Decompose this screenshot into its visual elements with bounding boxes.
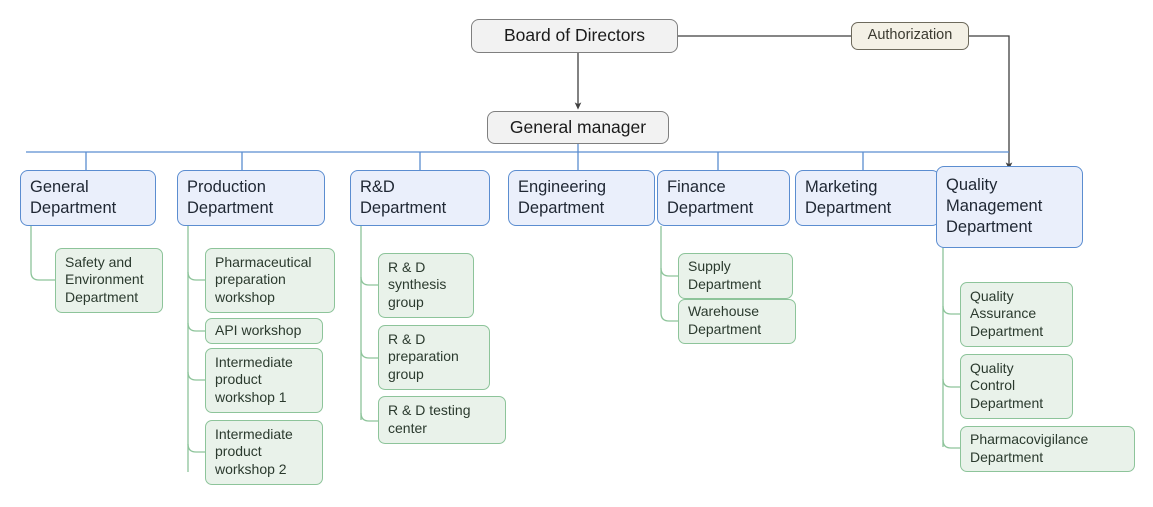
node-rnd-synthesis-group[interactable]: R & D synthesis group [378, 253, 474, 318]
wire-elbow-quality-3 [942, 439, 960, 449]
node-label: Intermediate product workshop 2 [215, 425, 293, 477]
node-label: API workshop [215, 321, 302, 338]
wire-elbow-rnd-1 [360, 276, 378, 286]
node-quality-control-department[interactable]: Quality Control Department [960, 354, 1073, 419]
node-label: Marketing Department [805, 177, 892, 217]
node-intermediate-product-workshop-1[interactable]: Intermediate product workshop 1 [205, 348, 323, 413]
node-production-department[interactable]: Production Department [177, 170, 325, 226]
wire-elbow-quality-2 [942, 378, 960, 388]
node-warehouse-department[interactable]: Warehouse Department [678, 299, 796, 344]
node-label: Intermediate product workshop 1 [215, 353, 293, 405]
wire-elbow-production-4 [187, 443, 205, 453]
node-marketing-department[interactable]: Marketing Department [795, 170, 940, 226]
node-label: R & D testing center [388, 401, 471, 436]
wire-authorization-to-quality [969, 35, 1013, 170]
node-label: General Department [30, 177, 117, 217]
node-label: Quality Control Department [970, 359, 1044, 411]
node-label: Engineering Department [518, 177, 607, 217]
wire-elbow-production-3 [187, 371, 205, 381]
wire-elbow-production-2 [187, 322, 205, 332]
wire-elbow-finance-1 [660, 267, 678, 277]
node-label: Warehouse Department [688, 303, 762, 337]
node-label: Supply Department [688, 257, 762, 292]
node-finance-department[interactable]: Finance Department [657, 170, 790, 226]
wire-spine-general [30, 226, 55, 281]
node-rnd-preparation-group[interactable]: R & D preparation group [378, 325, 490, 390]
node-authorization[interactable]: Authorization [851, 22, 969, 50]
node-rnd-testing-center[interactable]: R & D testing center [378, 396, 506, 444]
node-label: R & D synthesis group [388, 258, 447, 310]
node-intermediate-product-workshop-2[interactable]: Intermediate product workshop 2 [205, 420, 323, 485]
node-label: Production Department [187, 177, 274, 217]
node-safety-and-environment-department[interactable]: Safety and Environment Department [55, 248, 163, 313]
node-label: R&D Department [360, 177, 447, 217]
node-board-of-directors[interactable]: Board of Directors [471, 19, 678, 53]
wire-elbow-quality-1 [942, 305, 960, 315]
node-quality-management-department[interactable]: Quality Management Department [936, 166, 1083, 248]
wire-elbow-finance-2 [660, 312, 678, 322]
node-general-manager[interactable]: General manager [487, 111, 669, 144]
node-label: Safety and Environment Department [65, 253, 144, 305]
node-rnd-department[interactable]: R&D Department [350, 170, 490, 226]
node-label: Board of Directors [503, 25, 646, 46]
node-pharmacovigilance-department[interactable]: Pharmacovigilance Department [960, 426, 1135, 472]
wire-elbow-rnd-3 [360, 412, 378, 422]
node-label: Finance Department [667, 177, 754, 217]
node-quality-assurance-department[interactable]: Quality Assurance Department [960, 282, 1073, 347]
node-label: R & D preparation group [388, 330, 459, 382]
node-pharmaceutical-preparation-workshop[interactable]: Pharmaceutical preparation workshop [205, 248, 335, 313]
node-general-department[interactable]: General Department [20, 170, 156, 226]
node-label: Quality Management Department [946, 176, 1043, 236]
node-supply-department[interactable]: Supply Department [678, 253, 793, 299]
wire-elbow-production-1 [187, 271, 205, 281]
node-engineering-department[interactable]: Engineering Department [508, 170, 655, 226]
node-label: Quality Assurance Department [970, 287, 1044, 339]
node-label: Pharmaceutical preparation workshop [215, 253, 312, 305]
node-api-workshop[interactable]: API workshop [205, 318, 323, 344]
node-label: General manager [509, 116, 647, 137]
node-label: Authorization [867, 27, 953, 44]
wire-elbow-rnd-2 [360, 349, 378, 359]
node-label: Pharmacovigilance Department [970, 430, 1089, 465]
